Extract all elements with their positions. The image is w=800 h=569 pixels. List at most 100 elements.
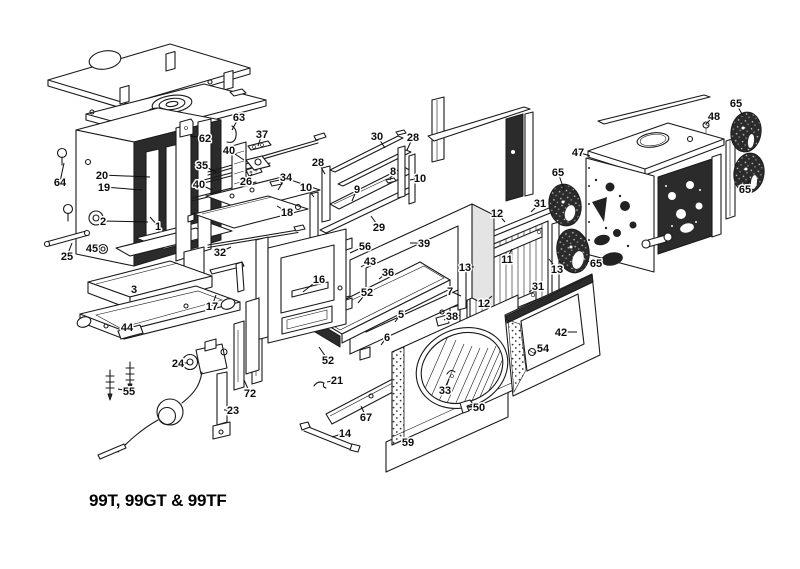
part-label-23: 23 — [227, 405, 239, 417]
part-label-52: 52 — [361, 287, 373, 299]
part-label-35: 35 — [196, 160, 208, 172]
part-damper-discs — [548, 111, 765, 274]
part-label-10: 10 — [414, 173, 426, 185]
leader-line-36 — [378, 271, 389, 280]
part-label-8: 8 — [390, 166, 396, 178]
part-label-36: 36 — [382, 267, 394, 279]
part-label-5: 5 — [398, 309, 404, 321]
part-label-12: 12 — [478, 298, 490, 310]
part-label-7: 7 — [447, 286, 453, 298]
leader-line-38 — [443, 315, 453, 321]
part-front-panel — [391, 294, 519, 446]
part-firebox-body — [75, 107, 233, 279]
part-label-44: 44 — [121, 322, 134, 334]
part-label-13: 13 — [551, 264, 563, 276]
leader-line-32 — [219, 246, 232, 253]
part-label-62: 62 — [199, 133, 211, 145]
leader-line-13 — [548, 258, 558, 270]
leader-line-37 — [257, 133, 263, 147]
part-frame-rails — [309, 129, 416, 251]
leader-line-12 — [483, 295, 493, 304]
part-label-26: 26 — [240, 176, 252, 188]
leader-line-35 — [201, 164, 217, 173]
part-label-6: 6 — [384, 332, 390, 344]
leader-line-28 — [317, 161, 326, 175]
leader-line-48 — [705, 115, 715, 125]
leader-line-9 — [351, 188, 358, 202]
leader-line-56 — [349, 245, 366, 254]
part-label-11: 11 — [501, 254, 513, 266]
leader-line-40 — [228, 149, 245, 161]
part-label-65: 65 — [552, 167, 564, 179]
part-label-28: 28 — [407, 132, 419, 144]
part-label-21: 21 — [331, 375, 343, 387]
leader-line-7 — [449, 290, 462, 297]
leader-line-72 — [243, 379, 251, 394]
leader-line-31 — [530, 202, 541, 213]
part-label-37: 37 — [256, 129, 268, 141]
leader-line-65 — [735, 102, 744, 117]
leader-line-54 — [533, 347, 544, 354]
leader-line-31 — [528, 285, 539, 293]
leader-line-43 — [360, 260, 371, 268]
leader-line-40 — [198, 183, 213, 191]
leader-line-12 — [496, 212, 506, 223]
part-label-20: 20 — [96, 170, 108, 182]
part-label-28: 28 — [312, 157, 324, 169]
leader-line-1 — [149, 216, 159, 227]
part-label-17: 17 — [206, 301, 218, 313]
part-label-34: 34 — [280, 172, 293, 184]
part-label-59: 59 — [402, 437, 414, 449]
part-label-9: 9 — [354, 184, 360, 196]
leader-line-19 — [103, 186, 143, 191]
part-lower-trim — [299, 371, 413, 453]
leader-line-52 — [357, 291, 368, 304]
part-label-30: 30 — [371, 131, 383, 143]
leader-line-64 — [59, 162, 65, 183]
leader-line-17 — [211, 294, 217, 307]
part-label-33: 33 — [439, 385, 451, 397]
leader-line-6 — [380, 336, 388, 346]
leader-line-10 — [409, 177, 421, 181]
leader-line-55 — [117, 388, 130, 392]
part-label-43: 43 — [364, 256, 376, 268]
part-label-65: 65 — [590, 258, 602, 270]
leader-line-25 — [66, 242, 73, 257]
part-door-frame — [245, 228, 353, 375]
part-label-55: 55 — [123, 386, 135, 398]
part-label-40: 40 — [193, 179, 205, 191]
part-label-2: 2 — [100, 216, 106, 228]
part-label-50: 50 — [473, 402, 485, 414]
leader-line-28 — [406, 136, 414, 151]
part-label-47: 47 — [572, 147, 584, 159]
part-label-40: 40 — [223, 145, 235, 157]
part-label-64: 64 — [54, 177, 67, 189]
part-label-16: 16 — [313, 274, 325, 286]
part-label-10: 10 — [300, 182, 312, 194]
part-label-18: 18 — [281, 207, 293, 219]
leader-line-2 — [102, 220, 149, 223]
leader-line-33 — [444, 378, 450, 391]
leader-line-8 — [389, 170, 394, 181]
leader-line-62 — [189, 135, 206, 139]
leader-line-47 — [577, 151, 591, 157]
leader-line-20 — [101, 174, 151, 178]
part-label-65: 65 — [739, 184, 751, 196]
leader-line-18 — [276, 205, 288, 213]
leader-line-16 — [302, 278, 320, 293]
part-right-door — [504, 273, 601, 397]
leader-line-65 — [744, 179, 751, 190]
part-label-42: 42 — [555, 327, 567, 339]
leader-line-45 — [91, 247, 101, 250]
part-flue-duct — [427, 96, 534, 202]
leader-line-10 — [305, 186, 315, 198]
part-label-63: 63 — [233, 112, 245, 124]
figure-title: 99T, 99GT & 99TF — [89, 491, 227, 510]
leader-line-65 — [585, 260, 597, 264]
part-label-38: 38 — [446, 311, 458, 323]
part-label-3: 3 — [131, 284, 137, 296]
part-label-12: 12 — [491, 208, 503, 220]
